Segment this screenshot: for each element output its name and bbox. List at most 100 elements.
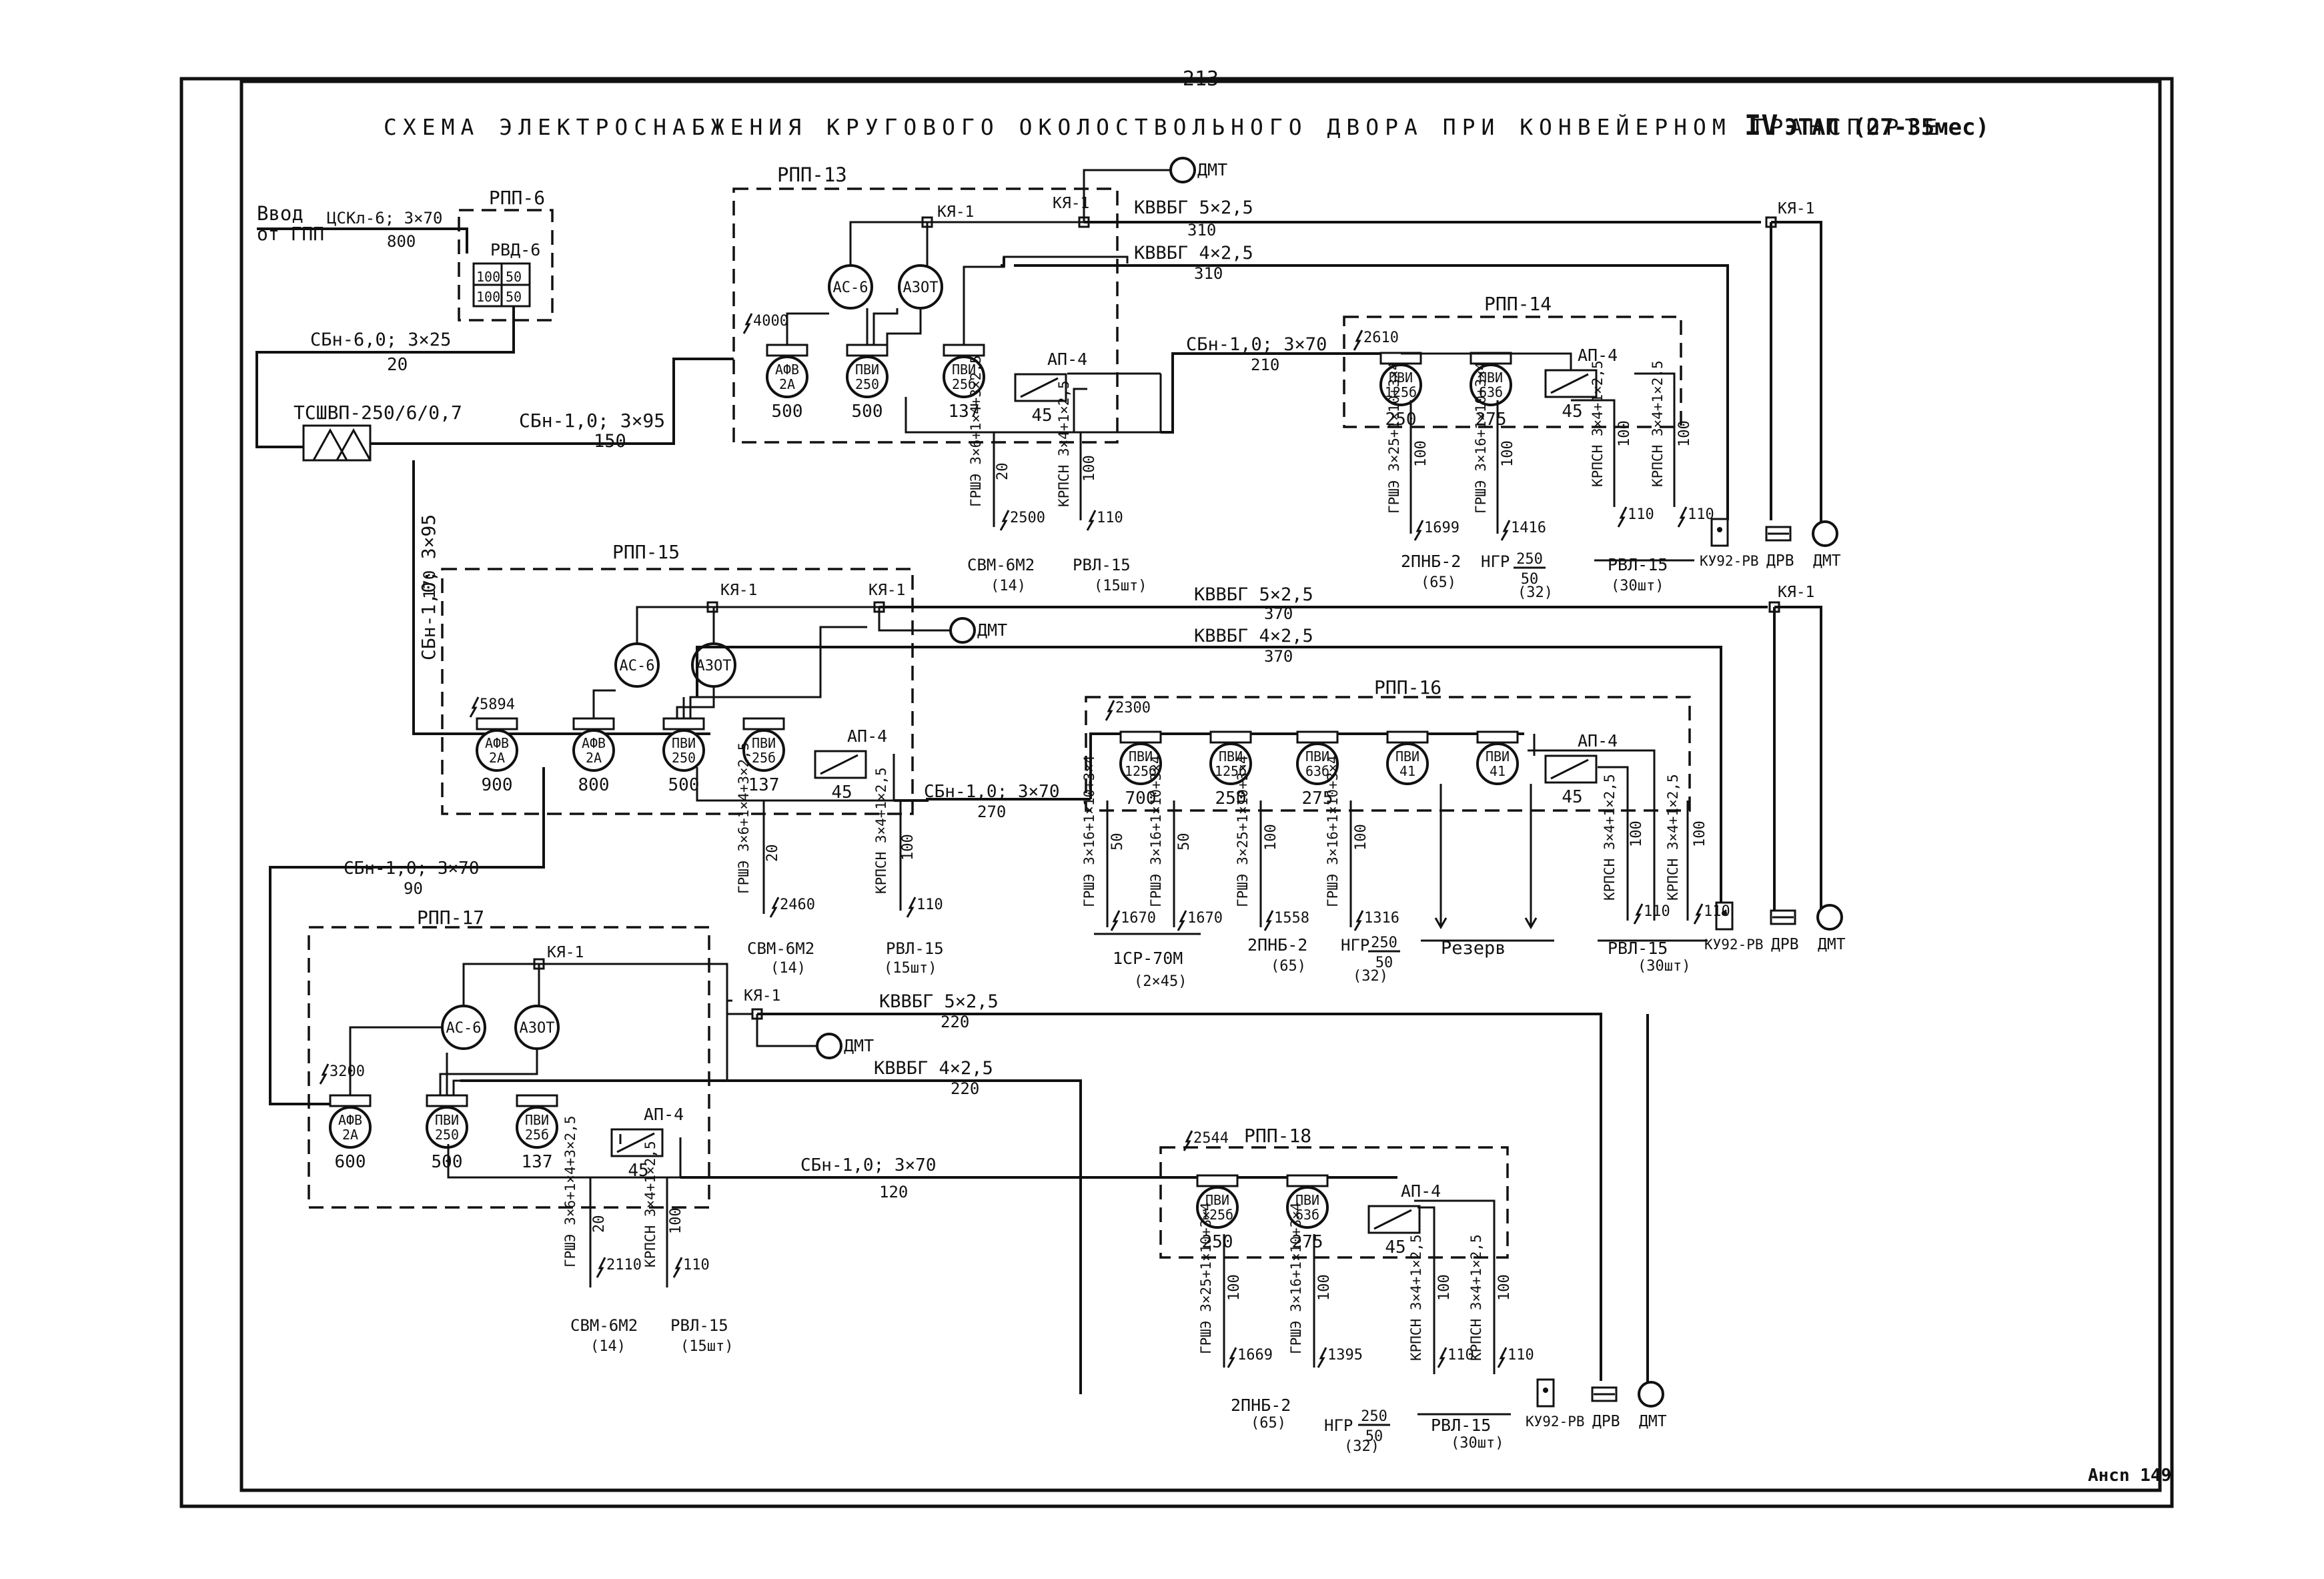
fraction-bottom: 50 [1375, 955, 1393, 971]
rpp18-load-c: РВЛ-15 [1431, 1416, 1491, 1435]
device-type: ПВИ [752, 735, 776, 751]
device-connector [943, 344, 985, 357]
feeder-rpp15-length: 170 [420, 570, 439, 599]
short-circuit-value: 1699 [1424, 520, 1460, 536]
rpp15-control-wires [592, 606, 879, 718]
rpp18-drop-sc: 110 [1497, 1347, 1534, 1368]
ap4-rating: 45 [831, 782, 852, 803]
ku92-label: КУ92-РВ [1700, 553, 1759, 569]
rpp18-drop-sc: 1669 [1227, 1347, 1273, 1368]
short-circuit-value: 1670 [1121, 910, 1156, 927]
device-size: 125б [1201, 1207, 1233, 1223]
device-rating: 137 [522, 1152, 553, 1172]
rpp18-drop-length: 100 [1436, 1274, 1453, 1301]
device-type: ПВИ [525, 1112, 549, 1128]
device-rating: 275 [1292, 1232, 1323, 1252]
rpp15-short-circuit: 5894 [469, 696, 515, 718]
ap4-rating: 45 [1562, 402, 1582, 422]
rpp17-feed-length: 120 [879, 1183, 908, 1201]
dmt-sensor-icon [1816, 904, 1843, 931]
rpp15-down-length: 90 [404, 879, 423, 898]
device-circle [329, 1106, 372, 1149]
rpp17-qty-a: (14) [590, 1338, 626, 1355]
rpp13-kya1-label: КЯ-1 [937, 203, 974, 221]
device-rating: 700 [1125, 788, 1157, 809]
rpp17-kvvbg4-length: 220 [951, 1079, 979, 1098]
device-rating: 500 [772, 402, 803, 422]
short-circuit-value: 1316 [1364, 910, 1399, 927]
device-type: АФВ [338, 1112, 362, 1128]
rvd6-label: РВД-6 [490, 240, 540, 259]
rpp18-short-circuit: 2544 [1183, 1130, 1229, 1151]
short-circuit-value: 5894 [480, 696, 515, 713]
rpp17-kya1-out-label: КЯ-1 [744, 987, 780, 1005]
rpp17-feed-cable: СБн-1,0; 3×70 [800, 1155, 937, 1175]
short-circuit-icon [1677, 506, 1688, 528]
hv-feeder-length: 20 [387, 355, 408, 375]
rpp15-len-b: 100 [900, 834, 917, 861]
rpp16-sc-e: 110 [1633, 903, 1670, 925]
sensor-label: ДМТ [1197, 160, 1227, 179]
device-type: ПВИ [435, 1112, 459, 1128]
device-type: ПВИ [952, 362, 976, 378]
rpp17-bus [447, 1134, 682, 1179]
input-line [257, 227, 468, 253]
device-size: 2А [779, 376, 795, 392]
page-number: 213 [1183, 67, 1219, 91]
device-type: ПВИ [1479, 370, 1503, 386]
rpp17-azot: АЗОТ [514, 1005, 560, 1050]
rpp14-load-c: РВЛ-15 [1608, 555, 1668, 574]
input-length: 800 [387, 232, 416, 251]
control-label: АС-6 [833, 280, 868, 296]
rpp14-drop-sc: 110 [1677, 506, 1714, 528]
device-circle [1119, 742, 1162, 785]
short-circuit-icon [1110, 910, 1121, 931]
short-circuit-icon [1105, 700, 1115, 721]
rpp13-ap4: АП-445 [1014, 350, 1087, 426]
device-circle [662, 729, 705, 772]
rpp13-sc-b: 110 [1086, 510, 1123, 531]
rpp6-label: РПП-6 [489, 187, 545, 209]
inner-frame [239, 79, 2162, 1492]
device-size: 2А [342, 1127, 358, 1143]
short-circuit-icon [906, 897, 917, 918]
rpp17-dmt-link [756, 1014, 817, 1047]
ap4-diagonal [616, 1132, 655, 1153]
rvd6-grid [474, 264, 530, 306]
ap4-label: АП-4 [1578, 346, 1618, 365]
rpp16-drop-length: 100 [1353, 824, 1369, 851]
short-circuit-icon [319, 1063, 330, 1085]
short-circuit-value: 1670 [1187, 910, 1223, 927]
rpp14-qty-b: (32) [1518, 584, 1553, 601]
rpp18-qty-b: (32) [1344, 1438, 1379, 1455]
rpp13-cable-a: ГРШЭ 3×6+1×4+3×2,5 [968, 355, 984, 507]
rpp16-drop-length: 50 [1109, 833, 1126, 851]
rpp15-down-cable: СБн-1,0; 3×70 [344, 859, 480, 879]
rpp14-short-circuit: 2610 [1353, 330, 1399, 351]
title-stage: IV [1744, 109, 1778, 141]
rpp17-sc-a: 2110 [596, 1257, 642, 1278]
title-suffix: ЭТАП (27-35мес) [1784, 114, 1989, 141]
rpp14-label: РПП-14 [1484, 293, 1552, 315]
dmt-sensor-icon [1638, 1381, 1664, 1408]
device-type: ПВИ [1129, 748, 1153, 764]
rpp16-drop-sc: 1670 [1110, 910, 1156, 931]
ap4-rating: 45 [1385, 1237, 1405, 1257]
device-circle [1386, 742, 1429, 785]
rpp16-drop-cable: ГРШЭ 3×25+1×10+3×4 [1235, 755, 1251, 907]
rpp17-load-b: РВЛ-15 [670, 1316, 728, 1335]
short-circuit-value: 2460 [780, 897, 815, 913]
short-circuit-value: 110 [1508, 1347, 1534, 1364]
rpp15-load-b: РВЛ-15 [886, 939, 944, 958]
device-circle [766, 356, 808, 398]
device-type: АФВ [582, 735, 606, 751]
rpp15-cable-b: КРПСН 3×4+1×2,5 [873, 767, 889, 894]
rpp16-reserve-drop [1524, 784, 1538, 930]
